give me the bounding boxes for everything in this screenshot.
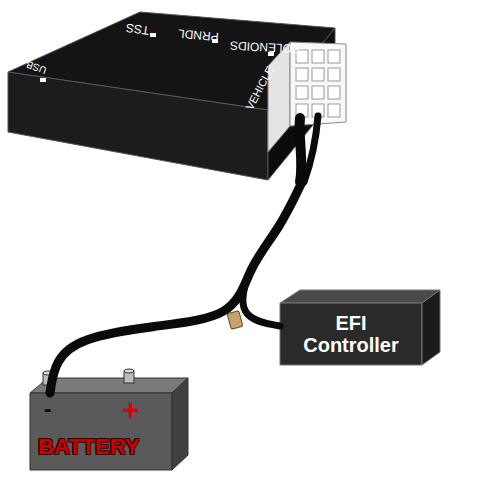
module-front (8, 72, 268, 180)
efi-front (280, 303, 422, 365)
harness-wire (304, 116, 318, 182)
connector-side (268, 42, 290, 152)
harness-wire (50, 182, 302, 393)
efi-top (280, 290, 440, 303)
terminal-sign: + (122, 393, 140, 426)
port-label: VEHICLE (243, 64, 276, 111)
connector-cavity (312, 86, 324, 99)
splice-band (227, 311, 243, 330)
connector-cavity (296, 86, 308, 99)
connector-cavities (296, 50, 340, 117)
harness-wire (300, 118, 302, 182)
port-label: SOLENOIDS (230, 38, 301, 55)
connector-cavity (296, 68, 308, 81)
connector-cavity (328, 68, 340, 81)
connector-cavity (328, 86, 340, 99)
indicator-mark (40, 78, 46, 82)
port-label: TSS (125, 20, 150, 36)
indicator-mark (150, 33, 156, 37)
battery-front (30, 393, 172, 470)
efi-controller-box: EFI Controller (280, 303, 422, 365)
controller-module: USB TSS PRNDL SOLENOIDS VEHICLE (8, 10, 346, 182)
port-label: PRNDL (178, 26, 220, 43)
battery-box: - + BATTERY (30, 393, 172, 470)
efi-side (422, 290, 440, 365)
connector-cavity (328, 50, 340, 63)
terminal-sign: - (44, 397, 51, 421)
port-label: USB (25, 59, 48, 76)
battery-label: BATTERY (38, 435, 139, 459)
connector-cavity (328, 104, 340, 117)
connector-cavity (312, 68, 324, 81)
box-title: EFI Controller (291, 312, 411, 356)
connector-cavity (312, 50, 324, 63)
battery-side (172, 378, 188, 470)
battery-terminal (124, 369, 134, 373)
